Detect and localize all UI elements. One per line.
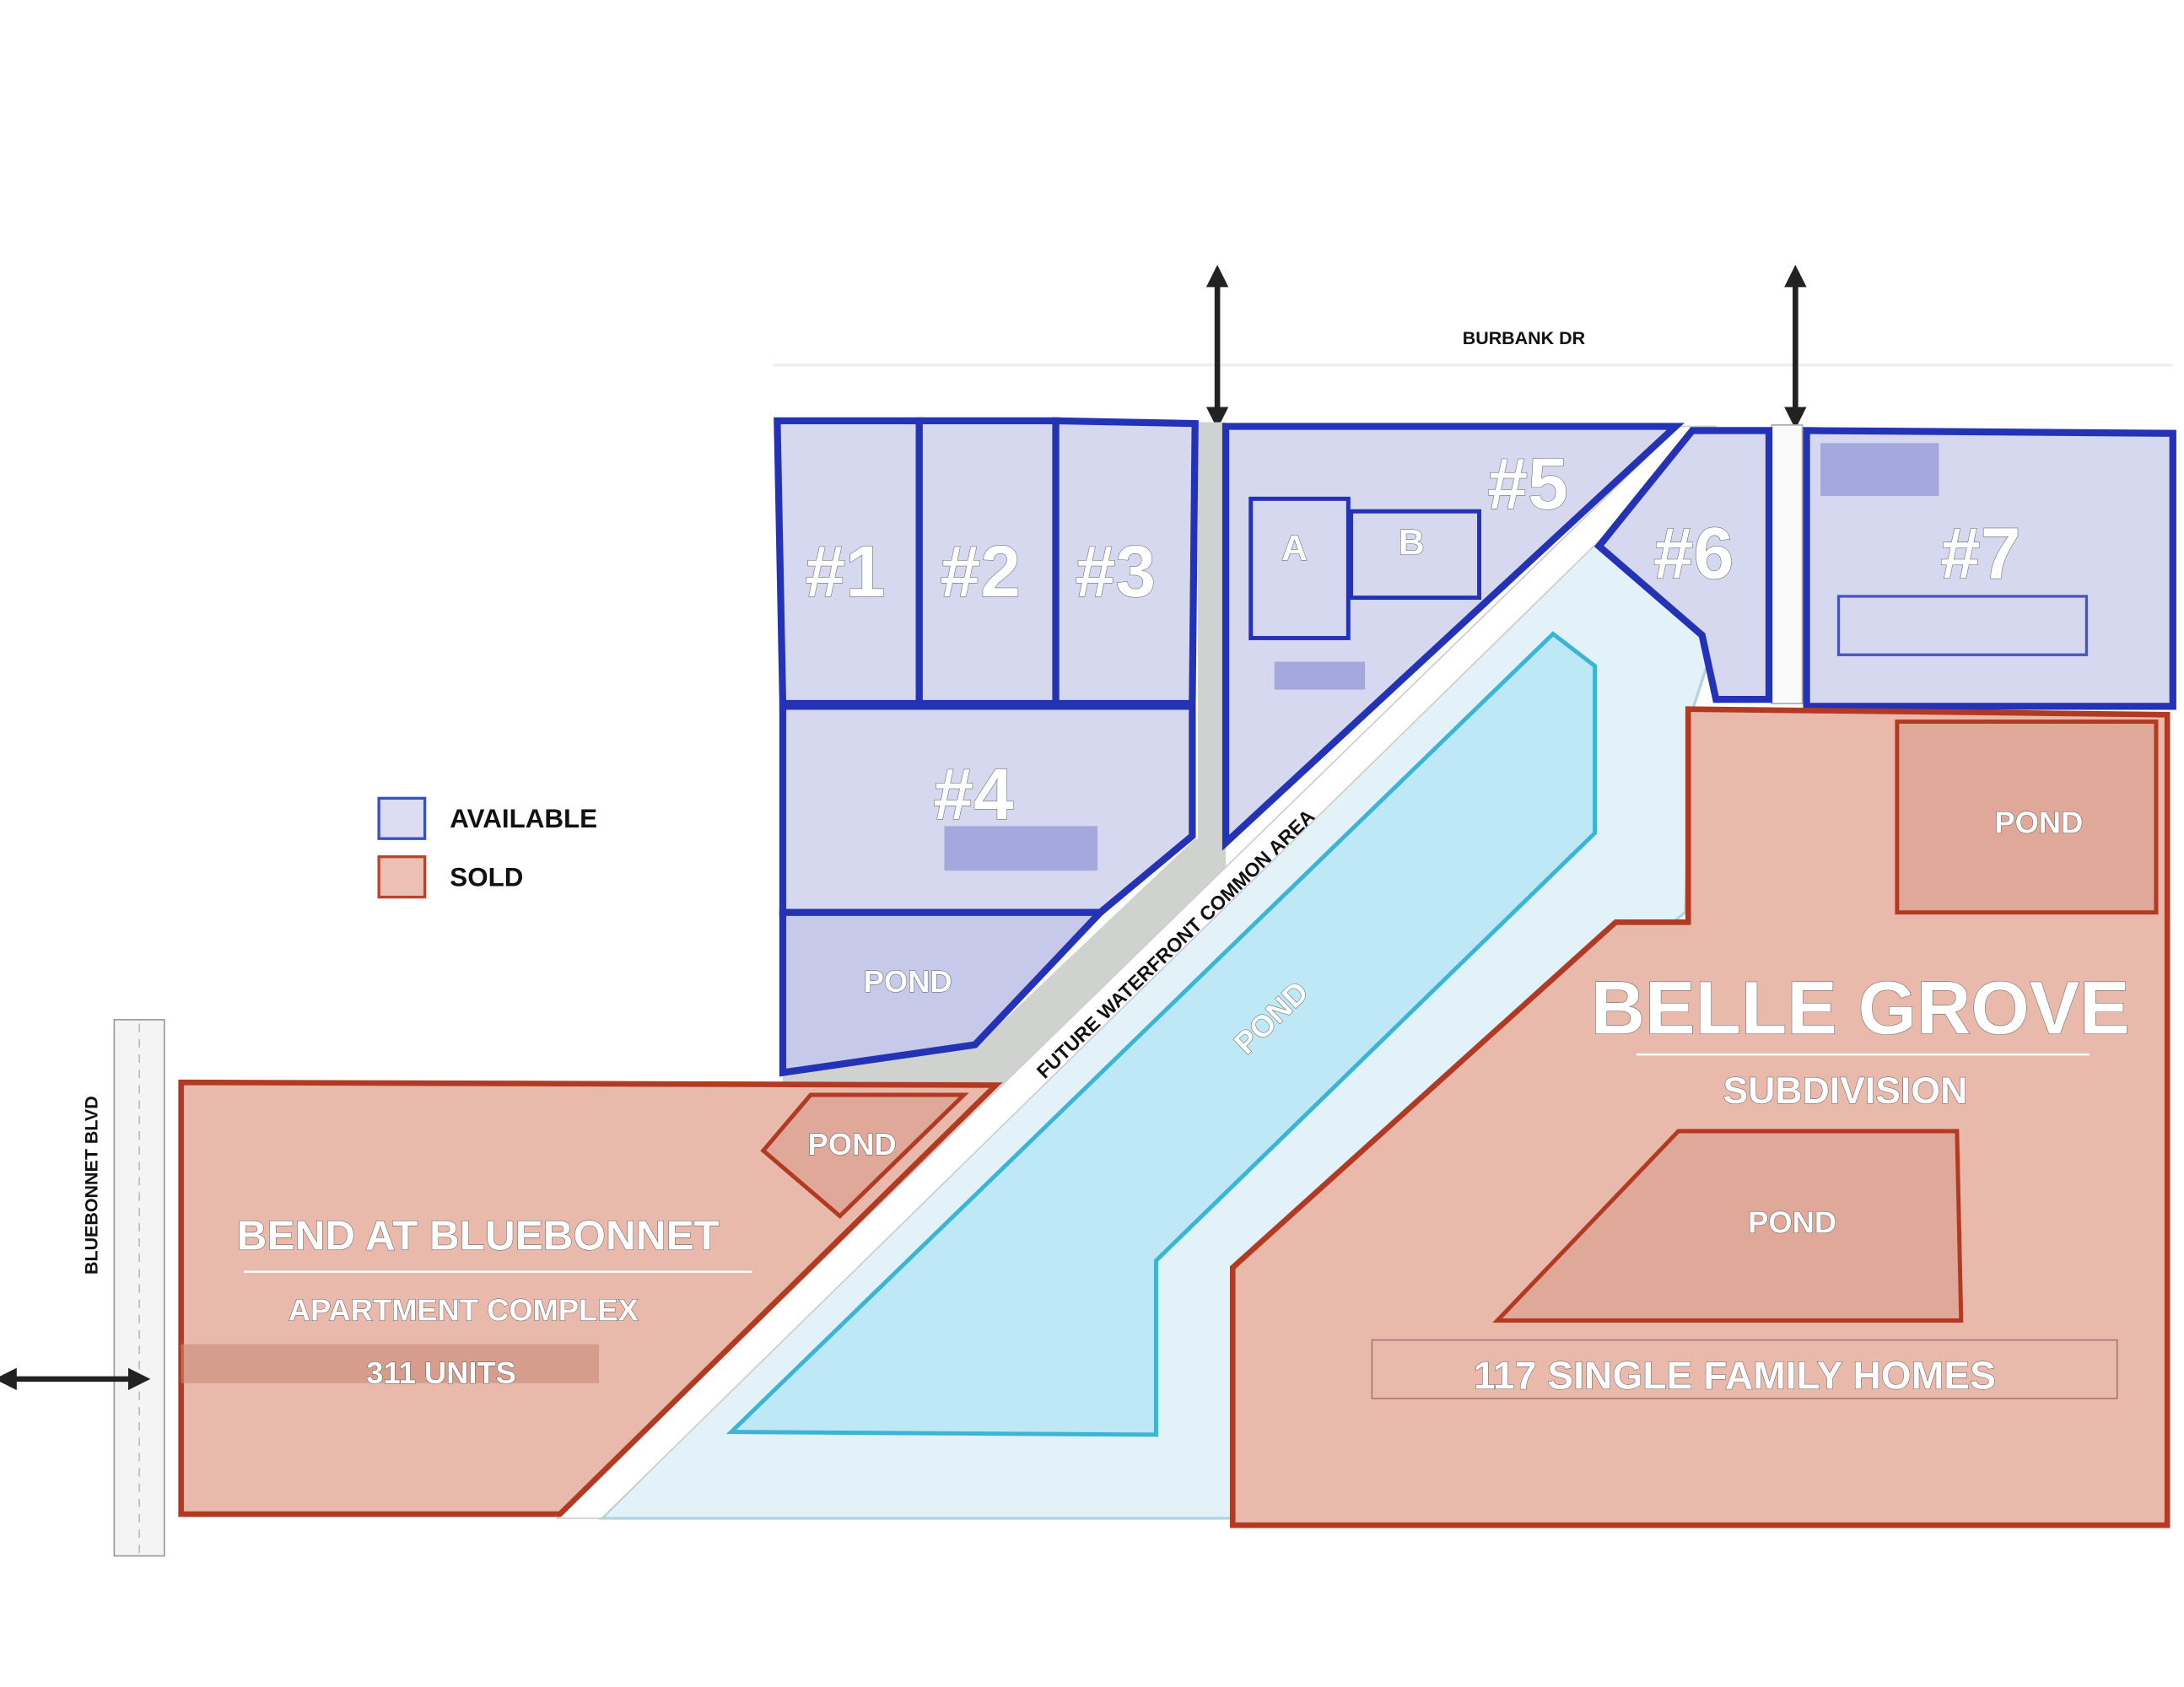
- belle-title: BELLE GROVE: [1591, 965, 2130, 1049]
- lot-4-pond: [779, 908, 1109, 1077]
- map-legend: AVAILABLE SOLD: [377, 796, 597, 899]
- lot-5b-label: B: [1399, 522, 1425, 563]
- belle-pond-central-label: POND: [1748, 1205, 1836, 1239]
- belle-subtitle: SUBDIVISION: [1723, 1070, 1967, 1112]
- legend-swatch-sold: [377, 855, 427, 899]
- bluebonnet-blvd-label: BLUEBONNET BLVD: [82, 1096, 102, 1275]
- lot-5a-label: A: [1281, 528, 1308, 569]
- legend-label-available: AVAILABLE: [450, 804, 597, 833]
- access-road: [1197, 422, 1227, 882]
- lot-5a[interactable]: [1248, 496, 1351, 640]
- bluebonnet-blvd-road: [113, 1019, 165, 1557]
- lot-4-label: #4: [933, 754, 1014, 835]
- belle-pond-central: [1492, 1129, 1964, 1323]
- available-lots: [774, 417, 2176, 1077]
- belle-pond-north-label: POND: [1994, 806, 2083, 840]
- access-road: [1771, 424, 1804, 704]
- lot-5b[interactable]: [1349, 509, 1481, 601]
- bend-pond: [760, 1092, 969, 1220]
- pond-main: [725, 631, 1598, 1437]
- bend-title: BEND AT BLUEBONNET: [237, 1212, 720, 1259]
- bend-subtitle: APARTMENT COMPLEX: [289, 1293, 639, 1328]
- lot-3-label: #3: [1076, 531, 1157, 612]
- bend-units: 311 UNITS: [366, 1356, 516, 1390]
- lot-1-label: #1: [805, 531, 886, 612]
- lot-7[interactable]: [1803, 427, 2176, 710]
- belle-pond-north: [1895, 720, 2159, 915]
- lot-6-label: #6: [1653, 513, 1734, 594]
- legend-label-sold: SOLD: [450, 862, 523, 892]
- belle-homes: 117 SINGLE FAMILY HOMES: [1474, 1353, 1996, 1397]
- bend-pond-label: POND: [808, 1127, 897, 1161]
- lot-4-pond-label: POND: [864, 964, 952, 999]
- lot-5-label: #5: [1487, 444, 1567, 525]
- lot-6[interactable]: [1594, 427, 1773, 703]
- legend-swatch-available: [377, 796, 427, 840]
- burbank-dr-label: BURBANK DR: [1463, 328, 1586, 348]
- lot-7-label: #7: [1940, 513, 2021, 594]
- lot-2-label: #2: [941, 531, 1022, 612]
- waterfront-walkway: [555, 425, 1718, 1519]
